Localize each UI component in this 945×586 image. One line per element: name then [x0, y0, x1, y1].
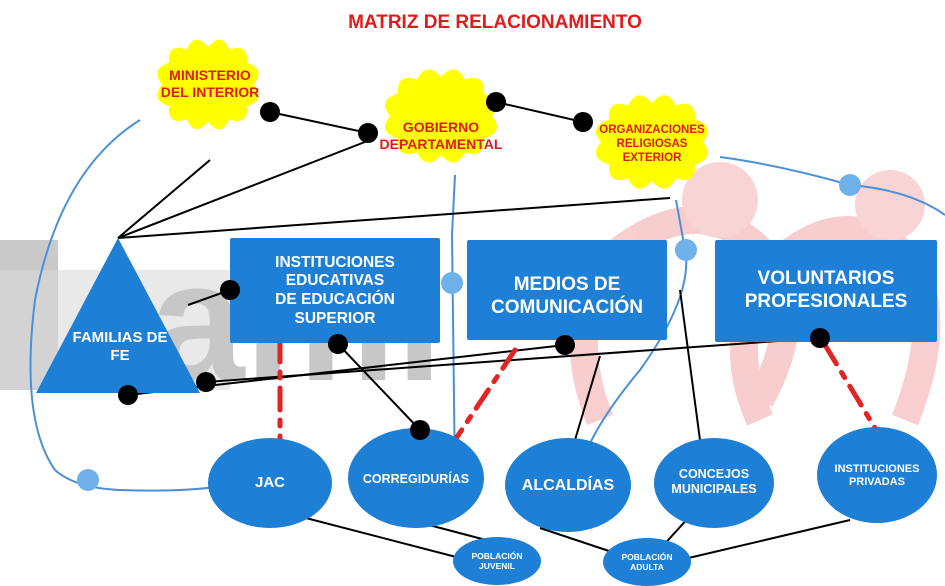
ellipse-corregidurias-shape [348, 428, 484, 528]
alcaldias-label: ALCALDÍAS [521, 477, 615, 495]
box-medios-shape [467, 240, 667, 340]
ellipse-poblacion-juvenil-shape [453, 537, 541, 585]
ellipse-poblacion-adulta-shape [603, 538, 691, 586]
organizaciones-label: ORGANIZACIONES RELIGIOSAS EXTERIOR [599, 124, 705, 164]
star-ministerio-shape [157, 39, 259, 130]
ellipse-nodes [208, 427, 937, 586]
ministerio-label: MINISTERIO DEL INTERIOR [160, 67, 260, 100]
poblacion-adulta-label: POBLACIÓN ADULTA [621, 551, 673, 572]
ellipse-concejos-shape [654, 438, 774, 528]
instituciones-educativas-label: INSTITUCIONES EDUCATIVAS DE EDUCACIÓN SU… [275, 253, 395, 327]
poblacion-juvenil-label: POBLACIÓN JUVENIL [471, 550, 523, 571]
instituciones-privadas-label: INSTITUCIONES PRIVADAS [834, 462, 920, 488]
medios-label: MEDIOS DE COMUNICACIÓN [491, 274, 643, 318]
blue-dots [77, 174, 861, 491]
corregidurias-label: CORREGIDURÍAS [362, 471, 470, 486]
familias-label: FAMILIAS DE FE [72, 329, 168, 364]
red-dashed-connectors [277, 337, 878, 448]
jac-label: JAC [254, 474, 285, 491]
box-instituciones-educativas-shape [230, 238, 440, 343]
black-dots [118, 92, 830, 440]
box-voluntarios-shape [715, 240, 937, 342]
page-title: MATRIZ DE RELACIONAMIENTO [348, 11, 642, 33]
familias-triangle [36, 238, 200, 393]
ellipse-alcaldias-shape [505, 438, 631, 532]
star-gobierno-shape [384, 69, 498, 163]
star-organizaciones-shape [595, 95, 709, 189]
concejos-label: CONCEJOS MUNICIPALES [671, 467, 757, 496]
black-connectors [117, 101, 851, 561]
star-nodes [157, 39, 709, 189]
ellipse-jac-shape [208, 438, 332, 528]
gobierno-label: GOBIERNO DEPARTAMENTAL [379, 119, 503, 152]
box-nodes [230, 238, 937, 343]
voluntarios-label: VOLUNTARIOS PROFESIONALES [744, 268, 908, 312]
ellipse-instituciones-privadas-shape [817, 427, 937, 523]
